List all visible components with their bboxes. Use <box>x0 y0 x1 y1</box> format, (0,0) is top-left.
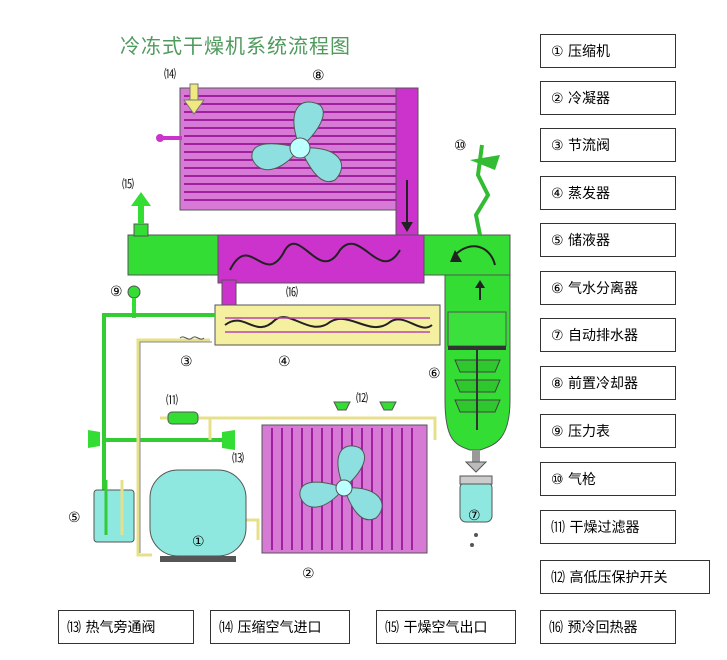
diagram-title: 冷冻式干燥机系统流程图 <box>120 34 351 58</box>
callout-4: ④ <box>278 354 291 370</box>
callout-5: ⑤ <box>68 510 81 526</box>
legend-item-precooler: ⑧ 前置冷却器 <box>540 366 676 400</box>
legend-item-evaporator: ④ 蒸发器 <box>540 176 676 210</box>
air-gun-icon <box>470 144 500 236</box>
auto-drain <box>459 450 493 547</box>
receiver <box>93 480 135 543</box>
legend-item-throttle: ③ 节流阀 <box>540 128 676 162</box>
legend-item-air-gun: ⑩ 气枪 <box>540 462 676 496</box>
callout-8: ⑧ <box>312 68 325 84</box>
legend-item-bypass-valve: ⒀ 热气旁通阀 <box>58 610 194 644</box>
legend-item-compressor: ① 压缩机 <box>540 34 676 68</box>
compressed-air-inlet-arrow <box>156 83 205 142</box>
callout-2: ② <box>302 566 315 582</box>
callout-16: ⒃ <box>286 285 298 299</box>
callout-3: ③ <box>180 354 193 370</box>
callout-1: ① <box>192 534 205 550</box>
legend-item-gauge: ⑨ 压力表 <box>540 414 676 448</box>
gas-water-separator <box>444 245 511 451</box>
refrigeration-dryer-diagram: ① ② ③ ④ ⑤ ⑥ ⑦ ⑧ ⑨ ⑩ ⑾ ⑿ ⒀ ⒁ ⒂ ⒃ <box>68 67 511 582</box>
legend-item-auto-drain: ⑦ 自动排水器 <box>540 318 676 352</box>
legend-item-air-inlet: ⒁ 压缩空气进口 <box>210 610 350 644</box>
dry-filter-icon <box>167 411 199 425</box>
legend-item-filter: ⑾ 干燥过滤器 <box>540 510 676 544</box>
precooler-fan-icon <box>251 101 343 183</box>
evaporator <box>214 304 441 346</box>
callout-6: ⑥ <box>428 366 441 382</box>
pressure-switches-icon <box>333 401 397 411</box>
condenser-fan-icon <box>299 445 383 521</box>
callout-7: ⑦ <box>468 508 481 524</box>
callout-10: ⑩ <box>454 138 467 154</box>
callout-14: ⒁ <box>164 67 176 81</box>
callout-12: ⑿ <box>356 391 368 405</box>
air-outlet-header <box>127 192 511 276</box>
legend-item-reheater: ⒃ 预冷回热器 <box>540 610 676 644</box>
legend-item-separator: ⑥ 气水分离器 <box>540 271 676 305</box>
legend-item-receiver: ⑤ 储液器 <box>540 223 676 257</box>
throttle-valve-icon <box>179 336 205 340</box>
reheater <box>217 234 425 309</box>
callout-13: ⒀ <box>232 451 244 465</box>
legend-item-pressure-switch: ⑿ 高低压保护开关 <box>540 560 710 594</box>
compressor <box>149 469 247 562</box>
callout-11: ⑾ <box>166 393 178 407</box>
callout-15: ⒂ <box>122 176 134 191</box>
callout-9: ⑨ <box>110 284 123 300</box>
legend-item-air-outlet: ⒂ 干燥空气出口 <box>376 610 516 644</box>
legend-item-condenser: ② 冷凝器 <box>540 81 676 115</box>
